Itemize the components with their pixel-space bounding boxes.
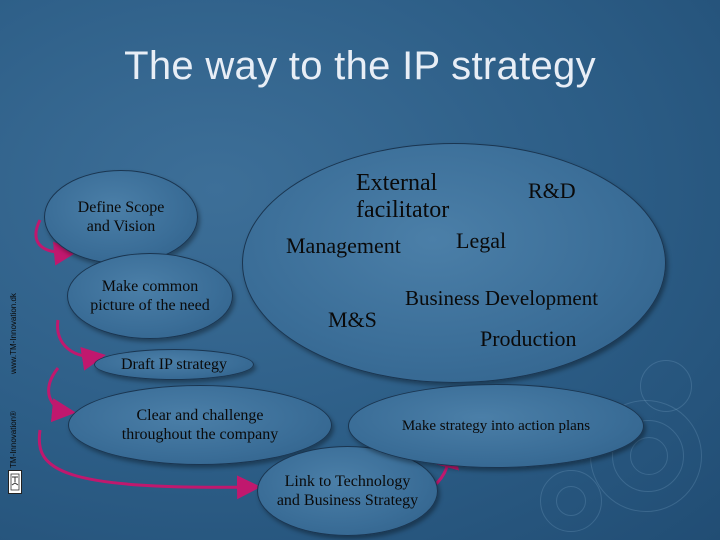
step-define-scope: Define Scope and Vision [44, 170, 198, 264]
arrow-clear-to-link [37, 429, 261, 500]
stakeholder-ms: M&S [328, 307, 377, 332]
step-common-picture-line2: picture of the need [90, 297, 210, 314]
stakeholder-facilitator: facilitator [356, 197, 449, 225]
arrow-draft-to-clear [47, 367, 76, 423]
stakeholder-business-development: Business Development [405, 286, 599, 310]
step-common-picture: Make common picture of the need [67, 253, 233, 339]
step-common-picture-line1: Make common [101, 277, 199, 295]
arrow-picture-to-draft [56, 319, 106, 371]
step-draft-ip-strategy: Draft IP strategy [94, 349, 254, 380]
stakeholder-external-line2: facilitator [356, 197, 450, 223]
step-action-plans: Make strategy into action plans [348, 384, 644, 468]
step-define-scope-line1: Define Scope [77, 198, 165, 216]
step-link-to-technology-line1: Link to Technology [284, 472, 411, 490]
slide-title: The way to the IP strategy [124, 44, 596, 88]
step-link-to-technology: Link to Technology and Business Strategy [257, 446, 438, 536]
step-clear-and-challenge: Clear and challenge throughout the compa… [68, 385, 332, 465]
step-action-plans-label: Make strategy into action plans [401, 418, 591, 434]
step-define-scope-line2: and Vision [86, 218, 156, 235]
stakeholder-external-line1: External [356, 170, 438, 196]
arrow-scope-to-picture [34, 219, 78, 266]
step-draft-ip-strategy-label: Draft IP strategy [120, 355, 228, 373]
stakeholder-production: Production [480, 326, 577, 351]
stakeholder-management: Management [286, 233, 401, 258]
stakeholders-ellipse [242, 143, 666, 383]
logo-icon [10, 473, 20, 491]
step-clear-and-challenge-line2: throughout the company [121, 426, 279, 443]
step-clear-and-challenge-line1: Clear and challenge [136, 406, 264, 424]
stakeholder-rd: R&D [528, 178, 576, 203]
company-logo [8, 470, 22, 494]
stakeholder-external: External [356, 170, 437, 198]
stakeholder-legal: Legal [456, 228, 507, 253]
step-link-to-technology-line2: and Business Strategy [276, 492, 419, 509]
